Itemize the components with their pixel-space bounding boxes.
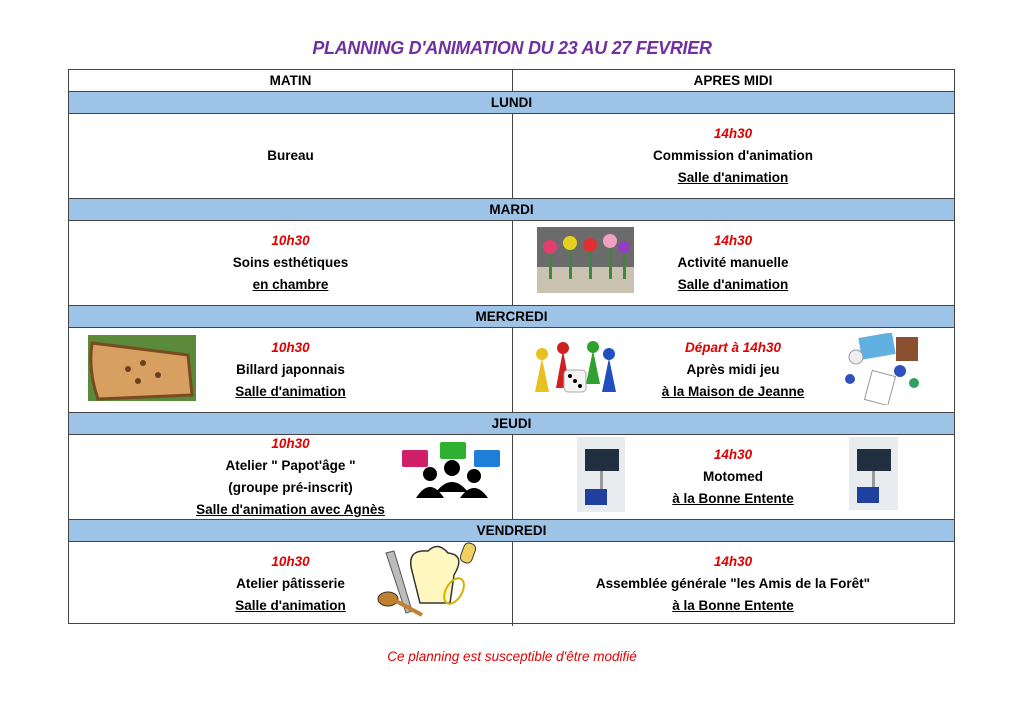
column-header-row: MATIN APRES MIDI [69, 70, 954, 92]
activity-time: 10h30 [271, 340, 310, 355]
activity-time: 14h30 [713, 126, 753, 141]
day-header-vendredi: VENDREDI [69, 520, 954, 542]
activity-location: en chambre [252, 277, 329, 292]
activity-location: Salle d'animation [677, 170, 789, 185]
discussion-group-icon [402, 442, 500, 498]
activity-time: 10h30 [271, 436, 310, 451]
activity-title: Commission d'animation [653, 148, 813, 163]
activity-title: Soins esthétiques [232, 255, 349, 270]
day-header-mardi: MARDI [69, 199, 954, 221]
activity-title: Atelier " Papot'âge " [225, 458, 356, 473]
activity-location: à la Bonne Entente [672, 598, 794, 613]
activity-time: 14h30 [713, 447, 753, 462]
activity-location: Salle d'animation [677, 277, 789, 292]
activity-title: Assemblée générale "les Amis de la Forêt… [595, 576, 871, 591]
pastry-chef-icon [377, 542, 477, 617]
activity-time: 14h30 [713, 554, 753, 569]
board-game-pawns-image [535, 341, 616, 393]
page-title: PLANNING D'ANIMATION DU 23 AU 27 FEVRIER [312, 38, 712, 58]
activity-time: Départ à 14h30 [684, 340, 782, 355]
activity-title: Billard japonnais [236, 362, 345, 377]
activity-title: Bureau [267, 148, 314, 163]
japanese-billiard-image [88, 335, 196, 401]
motomed-image-2 [849, 437, 898, 510]
tulips-craft-image [537, 227, 634, 293]
morning-cell-lundi: Bureau [69, 114, 513, 198]
activity-location: Salle d'animation [235, 598, 346, 613]
column-header-matin: MATIN [69, 70, 513, 91]
column-header-apres-midi: APRES MIDI [693, 73, 773, 88]
activity-location: à la Maison de Jeanne [661, 384, 805, 399]
activity-time: 10h30 [271, 554, 310, 569]
motomed-image [577, 437, 625, 512]
activity-location: Salle d'animation avec Agnès [196, 502, 385, 517]
disclaimer-note: Ce planning est susceptible d'être modif… [387, 649, 637, 664]
day-header-jeudi: JEUDI [69, 413, 954, 435]
day-header-mercredi: MERCREDI [69, 306, 954, 328]
activity-location: à la Bonne Entente [672, 491, 794, 506]
activity-title: Activité manuelle [677, 255, 789, 270]
activity-title: Motomed [703, 469, 763, 484]
cards-and-games-image [845, 333, 919, 405]
activity-title: Atelier pâtisserie [236, 576, 345, 591]
activity-time: 14h30 [713, 233, 753, 248]
activity-note: (groupe pré-inscrit) [228, 480, 353, 495]
activity-time: 10h30 [271, 233, 310, 248]
activity-location: Salle d'animation [235, 384, 346, 399]
day-header-lundi: LUNDI [69, 92, 954, 114]
activity-title: Après midi jeu [686, 362, 780, 377]
